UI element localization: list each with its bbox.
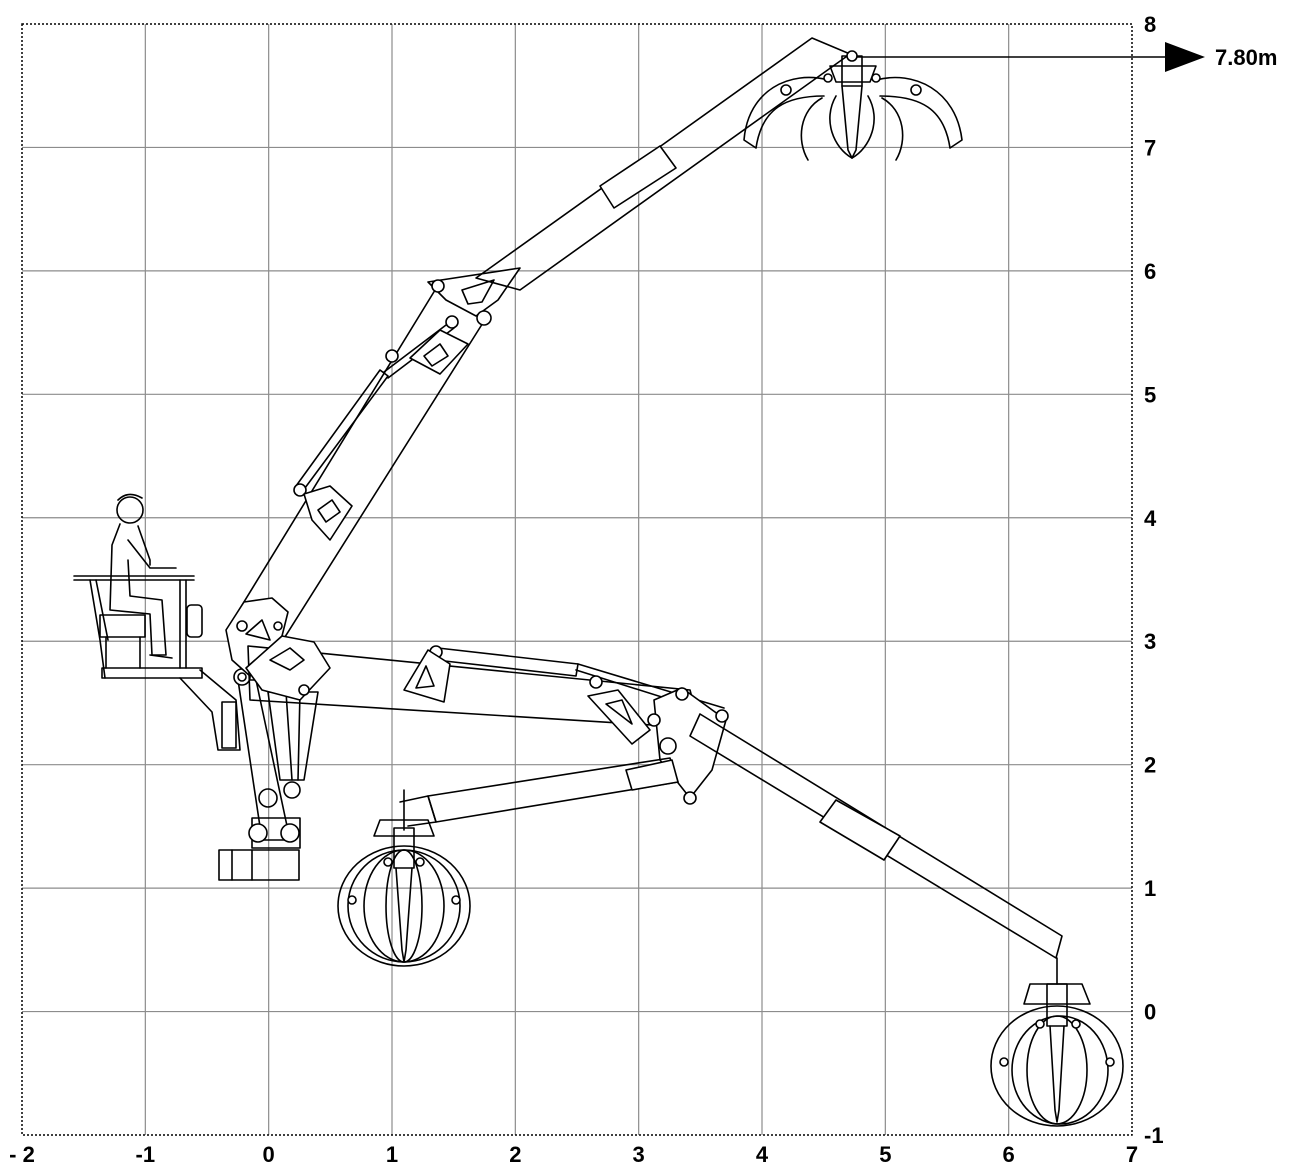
x-tick-label: 6 xyxy=(1003,1142,1015,1165)
boom-folded xyxy=(245,635,1063,959)
y-tick-label: 5 xyxy=(1144,382,1156,407)
y-tick-label: 6 xyxy=(1144,259,1156,284)
y-tick-label: -1 xyxy=(1144,1123,1164,1148)
y-tick-label: 2 xyxy=(1144,753,1156,778)
x-tick-label: 7 xyxy=(1126,1142,1138,1165)
max-reach-label: 7.80m xyxy=(1215,45,1277,70)
x-tick-label: 5 xyxy=(879,1142,891,1165)
x-tick-label: 4 xyxy=(756,1142,769,1165)
grapple-closed-right xyxy=(990,957,1124,1127)
y-tick-label: 8 xyxy=(1144,12,1156,37)
max-reach-callout: 7.80m xyxy=(851,42,1277,72)
operator-cabin xyxy=(73,493,241,751)
y-tick-label: 0 xyxy=(1144,1000,1156,1025)
x-tick-label: 2 xyxy=(509,1142,521,1165)
x-tick-label: - 2 xyxy=(9,1142,35,1165)
max-reach-arrow-icon xyxy=(1165,42,1205,72)
plot-frame xyxy=(21,23,1133,1136)
boom-raised xyxy=(225,37,963,677)
grapple-closed-left xyxy=(337,789,471,967)
y-tick-label: 3 xyxy=(1144,629,1156,654)
grapple-open xyxy=(743,50,963,161)
grid xyxy=(22,24,1132,1135)
x-tick-label: -1 xyxy=(136,1142,156,1165)
y-tick-label: 1 xyxy=(1144,876,1156,901)
x-tick-label: 0 xyxy=(263,1142,275,1165)
y-tick-labels: -1 0 1 2 3 4 5 6 7 8 xyxy=(1144,12,1164,1148)
y-tick-label: 7 xyxy=(1144,135,1156,160)
x-tick-labels: - 2 -1 0 1 2 3 4 5 6 7 xyxy=(9,1142,1138,1165)
x-tick-label: 3 xyxy=(633,1142,645,1165)
y-tick-label: 4 xyxy=(1144,506,1157,531)
x-tick-label: 1 xyxy=(386,1142,398,1165)
